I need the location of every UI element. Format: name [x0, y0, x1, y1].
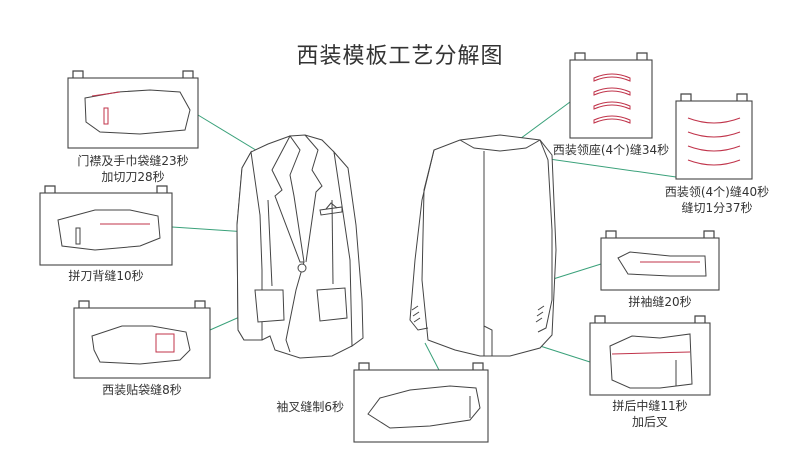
template-board-sleeve-seam — [600, 230, 720, 291]
jacket-back-cuff-buttons-left — [411, 305, 421, 323]
template-board-collar-seat — [569, 52, 653, 139]
template-board-back-seam — [39, 185, 173, 266]
jacket-left-patch-pocket — [254, 289, 285, 323]
jacket-pocket-square — [325, 202, 338, 210]
jacket-back — [409, 134, 557, 357]
template-board-center-back — [589, 315, 711, 396]
jacket-front-edge — [285, 261, 305, 353]
collar-slots — [687, 117, 741, 166]
caption-collar: 西装领(4个)缝40秒 缝切1分37秒 — [662, 184, 772, 216]
template-board-collar — [675, 93, 753, 180]
caption-placket-line2: 加切刀28秒 — [101, 170, 165, 184]
leader-cuff-vent — [424, 342, 441, 373]
jacket-front — [236, 134, 364, 359]
jacket-right-patch-pocket — [316, 287, 348, 322]
template-board-placket — [67, 70, 199, 149]
jacket-back-collar — [459, 139, 541, 152]
collar-seat-slots — [593, 73, 631, 124]
template-board-patch-pocket — [73, 300, 211, 379]
jacket-back-cuff-buttons-right — [535, 305, 545, 323]
jacket-breast-pocket — [319, 206, 343, 216]
jacket-back-left-sleeve — [409, 149, 435, 331]
jacket-back-body — [421, 134, 557, 357]
jacket-front-right-sleeve — [333, 150, 364, 347]
jacket-front-left-lapel — [271, 135, 305, 263]
caption-back-seam: 拼刀背缝10秒 — [68, 269, 144, 283]
caption-collar-line2: 缝切1分37秒 — [681, 201, 753, 215]
caption-patch-pocket: 西装贴袋缝8秒 — [102, 383, 182, 397]
jacket-back-vent — [483, 325, 493, 356]
caption-placket: 门襟及手巾袋缝23秒 加切刀28秒 — [48, 153, 218, 185]
caption-center-back: 拼后中缝11秒 加后叉 — [598, 398, 702, 430]
template-board-cuff-vent — [353, 362, 489, 443]
jacket-back-right-sleeve — [537, 139, 553, 333]
caption-placket-line1: 门襟及手巾袋缝23秒 — [77, 154, 189, 168]
jacket-button — [297, 263, 307, 273]
caption-center-back-line2: 加后叉 — [631, 415, 668, 429]
leader-sleeve-seam — [549, 263, 602, 281]
caption-collar-line1: 西装领(4个)缝40秒 — [664, 185, 770, 199]
caption-center-back-line1: 拼后中缝11秒 — [612, 399, 688, 413]
caption-collar-seat: 西装领座(4个)缝34秒 — [552, 143, 670, 157]
jacket-front-right-lapel — [304, 134, 323, 263]
diagram-title: 西装模板工艺分解图 — [296, 44, 504, 69]
caption-cuff-vent: 袖叉缝制6秒 — [276, 400, 344, 414]
jacket-front-dart — [267, 199, 273, 287]
caption-sleeve-seam: 拼袖缝20秒 — [628, 295, 692, 309]
jacket-front-dart-right — [331, 199, 334, 285]
